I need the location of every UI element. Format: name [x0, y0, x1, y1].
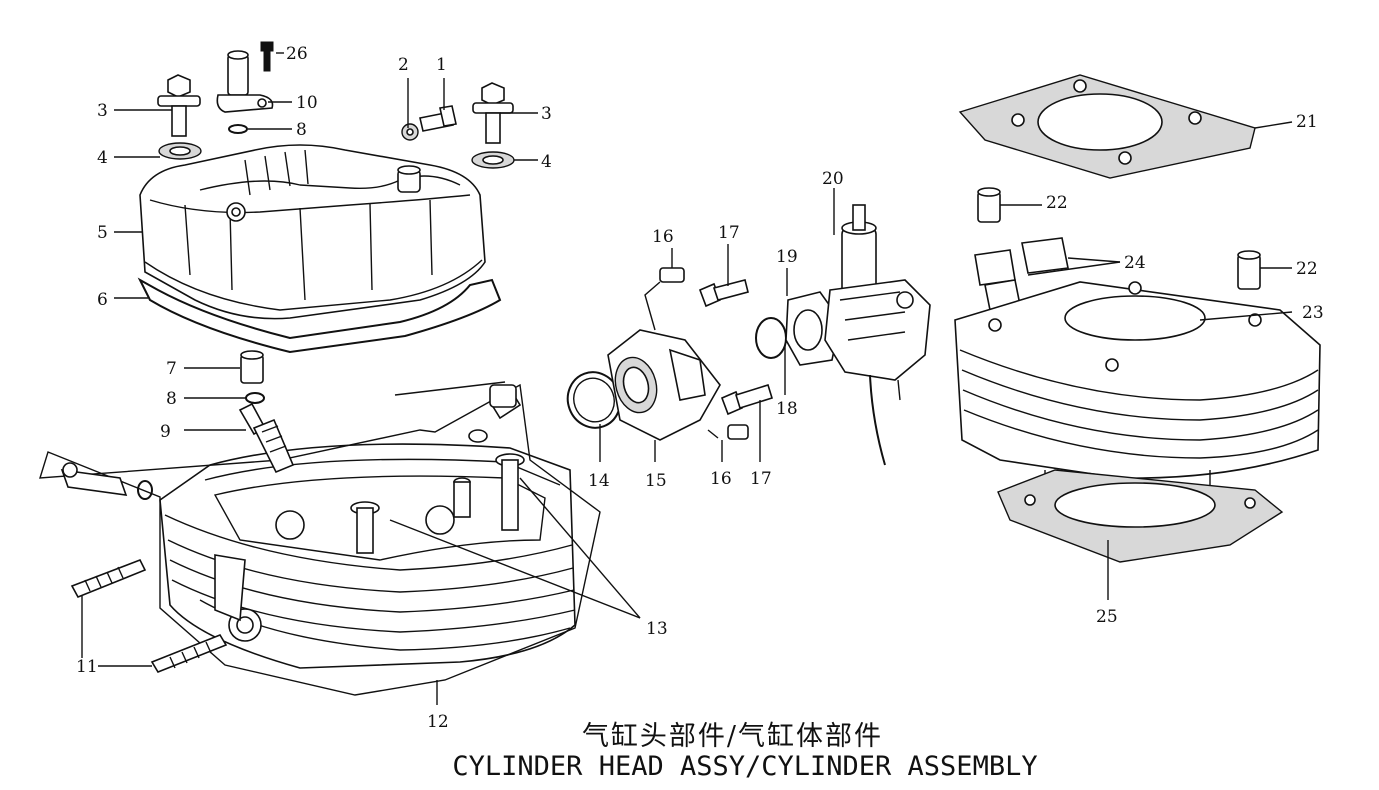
o-ring-head	[245, 392, 265, 404]
carb-gasket	[755, 317, 787, 359]
callout-24: 24	[1124, 253, 1146, 273]
callout-9: 9	[160, 422, 171, 442]
bolt-1	[419, 105, 457, 132]
callout-5: 5	[97, 223, 108, 243]
breather-bolt	[260, 41, 274, 72]
callout-8-mid: 8	[166, 389, 177, 409]
callout-26: 26	[286, 44, 308, 64]
diagram-title-english: CYLINDER HEAD ASSY/CYLINDER ASSEMBLY	[452, 751, 1038, 782]
callout-22-left: 22	[1046, 193, 1068, 213]
callout-20: 20	[822, 169, 844, 189]
cover-bolt-left	[157, 74, 202, 160]
callout-13: 13	[646, 619, 668, 639]
spark-plug	[238, 402, 295, 474]
callout-3-left: 3	[97, 101, 108, 121]
carb-flange	[785, 291, 841, 366]
stud-bolt-lower	[150, 634, 228, 673]
dowel-pin	[240, 350, 264, 384]
intake-manifold	[607, 329, 721, 441]
callout-23: 23	[1302, 303, 1324, 323]
callout-14: 14	[588, 471, 610, 491]
head-right-fitting	[468, 384, 522, 443]
callout-labels: 26 10 2 1 3 3 8 4 4 5 6 7 8 9 11 12 13 1…	[76, 44, 1324, 732]
o-ring-small	[228, 124, 248, 134]
base-gasket	[997, 469, 1284, 563]
callout-15: 15	[645, 471, 667, 491]
valve-cover-gasket	[137, 277, 502, 354]
leader-lines	[81, 52, 1293, 705]
callout-19: 19	[776, 247, 798, 267]
callout-8-top: 8	[296, 120, 307, 140]
stud-bolt-upper	[70, 558, 147, 599]
callout-1: 1	[436, 55, 447, 75]
callout-22-right: 22	[1296, 259, 1318, 279]
diagram-title-chinese: 气缸头部件/气缸体部件	[581, 721, 884, 752]
dowel-22-left	[977, 187, 1001, 223]
callout-18: 18	[776, 399, 798, 419]
washer-2	[401, 123, 419, 141]
callout-7: 7	[166, 359, 177, 379]
breather-pipe	[216, 50, 274, 113]
callout-3-right: 3	[541, 104, 552, 124]
dowel-22-right	[1237, 250, 1261, 290]
callout-16-top: 16	[652, 227, 674, 247]
callout-6: 6	[97, 290, 108, 310]
callout-4-left: 4	[97, 148, 108, 168]
callout-11: 11	[76, 657, 98, 677]
head-left-pipe	[60, 462, 153, 500]
callout-16-bottom: 16	[710, 469, 732, 489]
carburetor	[824, 204, 931, 466]
callout-25: 25	[1096, 607, 1118, 627]
head-gasket	[958, 74, 1256, 179]
callout-12: 12	[427, 712, 449, 732]
head-assy-outline	[39, 381, 601, 696]
bolt-17-upper	[698, 279, 749, 308]
cylinder-block	[954, 281, 1321, 509]
callout-17-bottom: 17	[750, 469, 772, 489]
chain-guides	[974, 237, 1069, 311]
cylinder-head	[159, 443, 576, 669]
callout-10: 10	[296, 93, 318, 113]
callout-17-top: 17	[718, 223, 740, 243]
bolt-16-upper	[644, 267, 685, 331]
bolt-16-lower	[707, 424, 749, 440]
callout-2: 2	[398, 55, 409, 75]
callout-4-right: 4	[541, 152, 552, 172]
callout-21: 21	[1296, 112, 1318, 132]
cover-bolt-right	[471, 82, 515, 169]
valve-cover	[139, 144, 486, 320]
bolt-17-lower	[720, 383, 773, 416]
